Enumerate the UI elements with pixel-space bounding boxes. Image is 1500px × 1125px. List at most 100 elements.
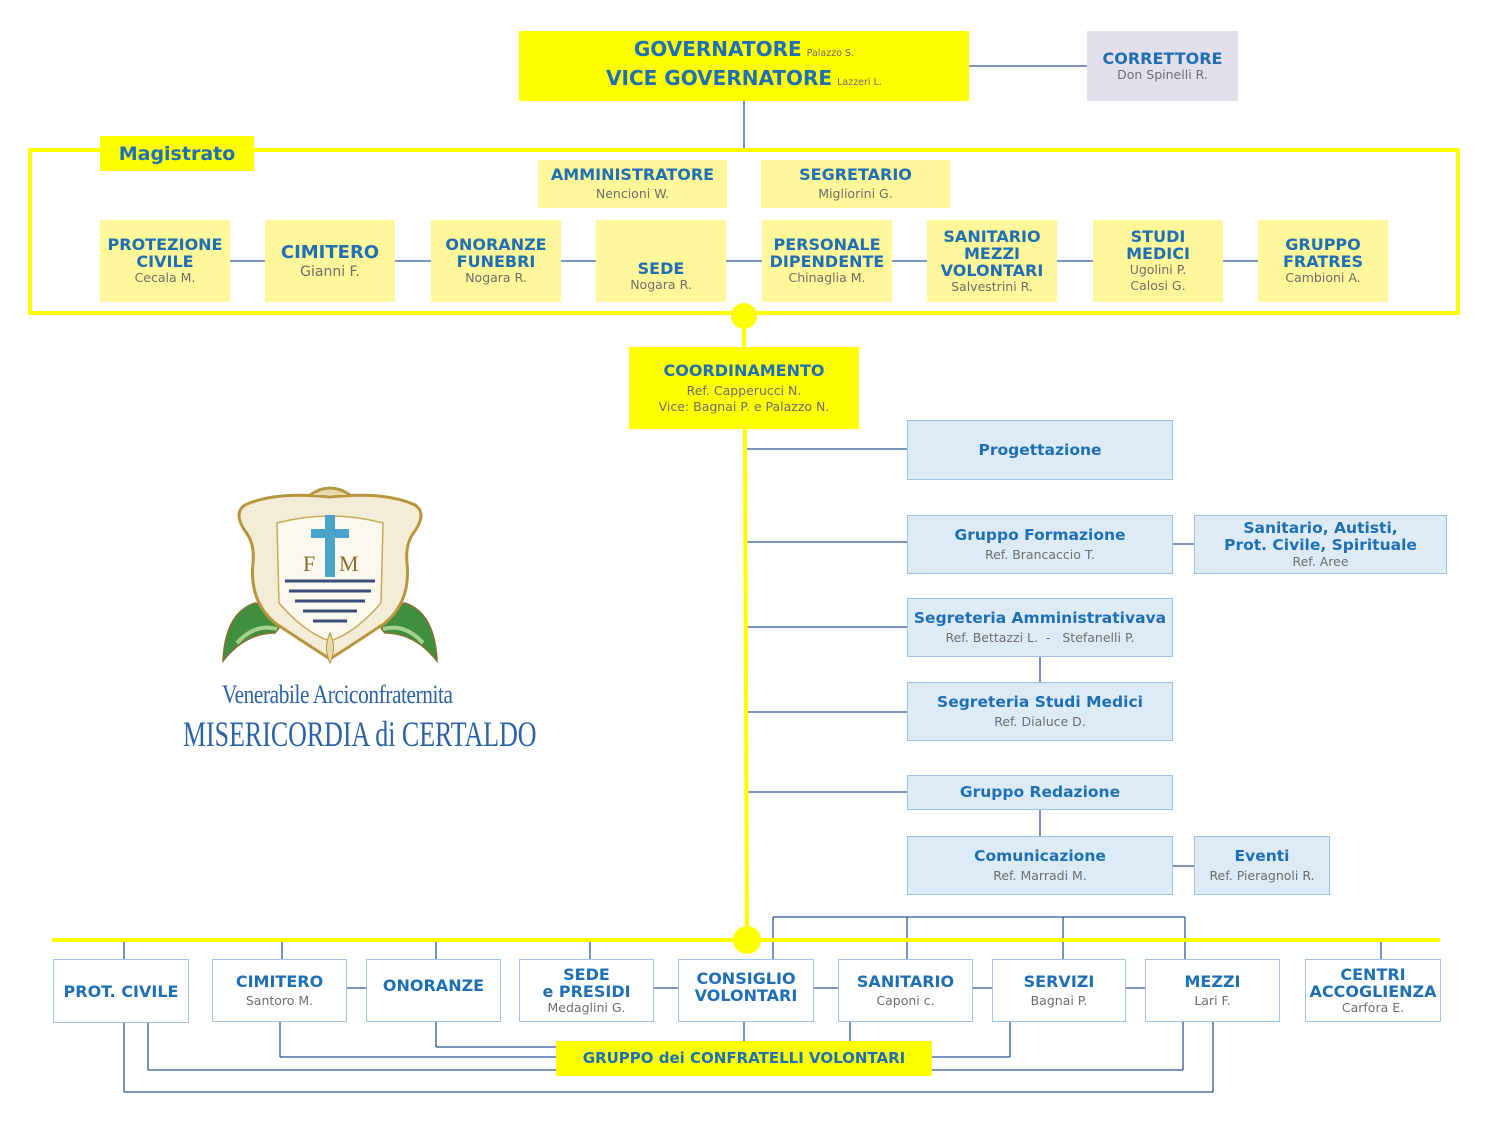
box-line: FRATRES — [1282, 252, 1364, 271]
box-line: MEZZI — [963, 243, 1020, 263]
logo-text-2: MISERICORDIA di CERTALDO — [183, 713, 543, 755]
eventi-box: Eventi Ref. Pieragnoli R. — [1194, 836, 1330, 895]
box-line: PROT. CIVILE — [63, 981, 179, 1001]
box-name: Caponi c. — [876, 992, 935, 1008]
vice-governatore-title: VICE GOVERNATORE — [606, 66, 833, 90]
sede-box: SEDE Nogara R. — [596, 220, 726, 302]
box-line: CIMITERO — [235, 971, 324, 991]
svg-text:F: F — [303, 551, 315, 576]
box-name: Chinaglia M. — [788, 270, 866, 285]
gruppo-confratelli-title: GRUPPO dei CONFRATELLI VOLONTARI — [582, 1049, 906, 1067]
box-line: DIPENDENTE — [769, 252, 885, 271]
gruppo-formazione-title: Gruppo Formazione — [954, 525, 1126, 544]
comunicazione-box: Comunicazione Ref. Marradi M. — [907, 836, 1173, 895]
eventi-ref: Ref. Pieragnoli R. — [1209, 867, 1315, 883]
misericordia-crest-logo: F M — [222, 486, 438, 665]
gruppo-redazione-box: Gruppo Redazione — [907, 775, 1173, 810]
box-line: ACCOGLIENZA — [1309, 981, 1437, 1001]
gruppo-confratelli-box: GRUPPO dei CONFRATELLI VOLONTARI — [556, 1041, 932, 1076]
magistrato-label: Magistrato — [118, 142, 236, 165]
onoranze-bottom-box: ONORANZE — [366, 959, 501, 1022]
sanitario-mezzi-volontari-box: SANITARIO MEZZI VOLONTARI Salvestrini R. — [927, 220, 1057, 302]
box-line: CIVILE — [136, 252, 194, 271]
magistrato-label-box: Magistrato — [100, 136, 254, 171]
aree-line2: Prot. Civile, Spirituale — [1224, 535, 1417, 554]
cimitero-bottom-box: CIMITERO Santoro M. — [212, 959, 347, 1022]
box-name: Cambioni A. — [1285, 270, 1361, 285]
svg-text:M: M — [339, 551, 359, 576]
amministratore-name: Nencioni W. — [595, 186, 670, 201]
coordinamento-box: COORDINAMENTO Ref. Capperucci N. Vice: B… — [629, 347, 859, 429]
correttore-title: CORRETTORE — [1102, 48, 1223, 68]
box-line: PERSONALE — [773, 235, 881, 254]
box-line: MEZZI — [1184, 971, 1241, 991]
box-line: PROTEZIONE — [107, 235, 223, 254]
segretario-name: Migliorini G. — [818, 186, 893, 201]
segreteria-amministrativa-title: Segreteria Amministrativava — [913, 608, 1167, 627]
box-name: Medaglini G. — [547, 999, 626, 1015]
sede-presidi-box: SEDE e PRESIDI Medaglini G. — [519, 959, 654, 1022]
box-line: CENTRI — [1340, 964, 1406, 984]
box-line: ONORANZE — [445, 235, 547, 254]
studi-medici-box: STUDI MEDICI Ugolini P. Calosi G. — [1093, 220, 1223, 302]
comunicazione-ref: Ref. Marradi M. — [993, 867, 1087, 883]
prot-civile-box: PROT. CIVILE — [53, 959, 189, 1023]
comunicazione-title: Comunicazione — [974, 846, 1106, 865]
protezione-civile-box: PROTEZIONE CIVILE Cecala M. — [100, 220, 230, 302]
box-line: ONORANZE — [382, 976, 485, 995]
coordinamento-title: COORDINAMENTO — [663, 360, 825, 380]
correttore-box: CORRETTORE Don Spinelli R. — [1087, 31, 1238, 101]
segreteria-amministrativa-ref: Ref. Bettazzi L. - Stefanelli P. — [945, 629, 1135, 645]
box-name: Calosi G. — [1130, 278, 1186, 293]
box-line: VOLONTARI — [940, 260, 1044, 280]
box-line: VOLONTARI — [694, 985, 798, 1005]
box-line: CONSIGLIO — [696, 968, 796, 988]
servizi-box: SERVIZI Bagnai P. — [992, 959, 1126, 1022]
box-line: e PRESIDI — [542, 981, 631, 1001]
magistrato-frame — [28, 148, 1460, 315]
amministratore-box: AMMINISTRATORE Nencioni W. — [538, 160, 727, 208]
segreteria-amministrativa-box: Segreteria Amministrativava Ref. Bettazz… — [907, 598, 1173, 657]
box-name: Cecala M. — [134, 270, 196, 285]
box-name: Lari F. — [1194, 992, 1231, 1008]
box-name: Nogara R. — [465, 270, 527, 285]
box-name: Ugolini P. — [1129, 262, 1187, 277]
governatore-name: Palazzo S. — [806, 48, 855, 59]
sanitario-bottom-box: SANITARIO Caponi c. — [838, 959, 973, 1022]
segretario-title: SEGRETARIO — [799, 165, 912, 184]
centri-accoglienza-box: CENTRI ACCOGLIENZA Carfora E. — [1305, 959, 1441, 1022]
aree-line1: Sanitario, Autisti, — [1243, 518, 1398, 537]
aree-ref: Ref. Aree — [1292, 553, 1349, 569]
correttore-name: Don Spinelli R. — [1117, 66, 1208, 82]
box-name: Bagnai P. — [1030, 992, 1088, 1008]
segretario-box: SEGRETARIO Migliorini G. — [761, 160, 950, 208]
cimitero-box: CIMITERO Gianni F. — [265, 220, 395, 302]
box-name: Santoro M. — [245, 992, 314, 1008]
box-line: SANITARIO — [943, 226, 1041, 246]
consiglio-volontari-box: CONSIGLIO VOLONTARI — [678, 959, 814, 1022]
gruppo-fratres-box: GRUPPO FRATRES Cambioni A. — [1258, 220, 1388, 302]
segreteria-studi-medici-ref: Ref. Dialuce D. — [994, 713, 1086, 729]
box-line: SEDE — [637, 258, 685, 278]
box-line: MEDICI — [1126, 244, 1190, 263]
mezzi-box: MEZZI Lari F. — [1145, 959, 1280, 1022]
onoranze-funebri-box: ONORANZE FUNEBRI Nogara R. — [431, 220, 561, 302]
box-name: Gianni F. — [300, 264, 360, 280]
progettazione-title: Progettazione — [978, 440, 1102, 459]
box-line: SANITARIO — [856, 971, 955, 991]
eventi-title: Eventi — [1234, 846, 1290, 865]
gruppo-formazione-box: Gruppo Formazione Ref. Brancaccio T. — [907, 515, 1173, 574]
box-line: SEDE — [563, 964, 610, 984]
box-name: Carfora E. — [1341, 999, 1405, 1015]
box-line: GRUPPO — [1285, 235, 1361, 254]
gruppo-formazione-ref: Ref. Brancaccio T. — [984, 546, 1096, 562]
box-line: SERVIZI — [1023, 971, 1095, 991]
coordinamento-vice: Vice: Bagnai P. e Palazzo N. — [658, 398, 830, 414]
logo-text: Venerabile Arciconfraternita — [222, 680, 502, 710]
box-name: Nogara R. — [630, 276, 692, 292]
personale-dipendente-box: PERSONALE DIPENDENTE Chinaglia M. — [762, 220, 892, 302]
logo-line2: MISERICORDIA di CERTALDO — [183, 714, 537, 754]
progettazione-box: Progettazione — [907, 420, 1173, 480]
logo-line1: Venerabile Arciconfraternita — [222, 680, 453, 709]
